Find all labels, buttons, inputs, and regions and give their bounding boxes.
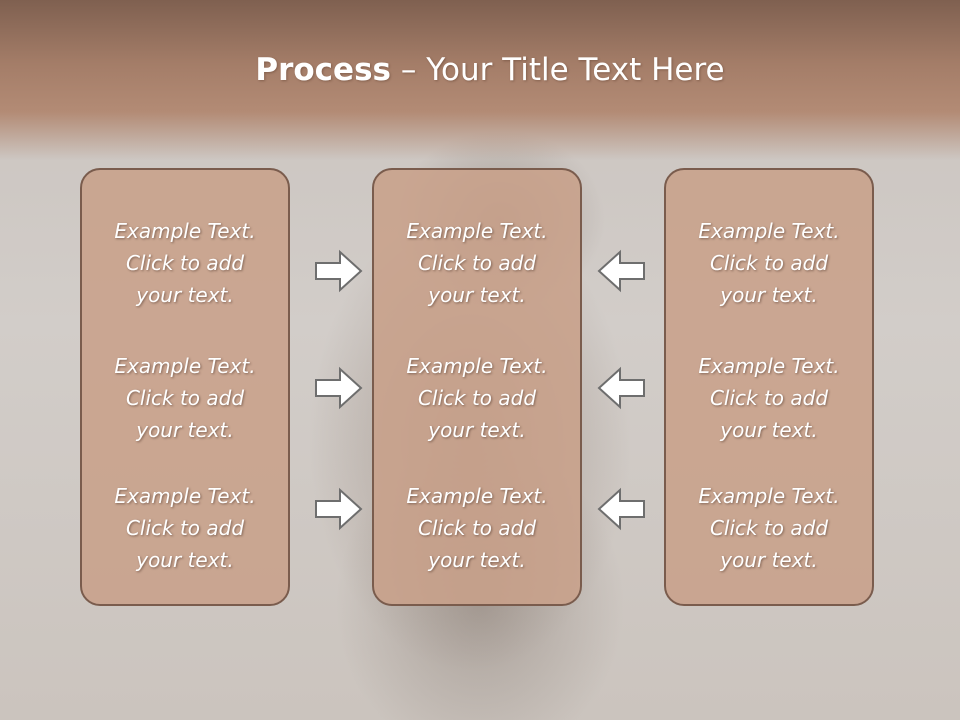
text-line: Example Text.: [698, 219, 840, 243]
right-arrow-icon: [315, 249, 363, 293]
box-1-text-2[interactable]: Example Text. Click to add your text.: [82, 350, 288, 446]
text-line: Click to add: [125, 516, 245, 540]
text-line: Click to add: [417, 516, 537, 540]
text-line: your text.: [428, 548, 526, 572]
text-line: Example Text.: [114, 484, 256, 508]
text-line: your text.: [720, 548, 818, 572]
process-box-3[interactable]: Example Text. Click to add your text. Ex…: [664, 168, 874, 606]
process-box-1[interactable]: Example Text. Click to add your text. Ex…: [80, 168, 290, 606]
text-line: Click to add: [125, 251, 245, 275]
text-line: Example Text.: [406, 219, 548, 243]
left-arrow-icon: [597, 249, 645, 293]
text-line: Example Text.: [698, 484, 840, 508]
text-line: Click to add: [417, 386, 537, 410]
title-rest: – Your Title Text Here: [391, 52, 725, 88]
text-line: Click to add: [125, 386, 245, 410]
text-line: Example Text.: [698, 354, 840, 378]
text-line: your text.: [136, 548, 234, 572]
text-line: your text.: [428, 418, 526, 442]
text-line: Example Text.: [406, 354, 548, 378]
box-3-text-3[interactable]: Example Text. Click to add your text.: [666, 480, 872, 576]
text-line: Example Text.: [114, 219, 256, 243]
box-2-text-1[interactable]: Example Text. Click to add your text.: [374, 215, 580, 311]
left-arrow-icon: [597, 487, 645, 531]
text-line: Click to add: [709, 251, 829, 275]
title-band: [0, 0, 960, 160]
text-line: Click to add: [417, 251, 537, 275]
text-line: your text.: [136, 283, 234, 307]
box-1-text-3[interactable]: Example Text. Click to add your text.: [82, 480, 288, 576]
left-arrow-icon: [597, 366, 645, 410]
text-line: Click to add: [709, 516, 829, 540]
box-2-text-2[interactable]: Example Text. Click to add your text.: [374, 350, 580, 446]
box-3-text-1[interactable]: Example Text. Click to add your text.: [666, 215, 872, 311]
box-1-text-1[interactable]: Example Text. Click to add your text.: [82, 215, 288, 311]
box-2-text-3[interactable]: Example Text. Click to add your text.: [374, 480, 580, 576]
title-bold: Process: [255, 52, 391, 88]
right-arrow-icon: [315, 487, 363, 531]
slide-title[interactable]: Process – Your Title Text Here: [0, 52, 960, 88]
text-line: your text.: [428, 283, 526, 307]
text-line: Example Text.: [114, 354, 256, 378]
text-line: your text.: [720, 418, 818, 442]
process-box-2[interactable]: Example Text. Click to add your text. Ex…: [372, 168, 582, 606]
text-line: Click to add: [709, 386, 829, 410]
right-arrow-icon: [315, 366, 363, 410]
text-line: your text.: [720, 283, 818, 307]
text-line: Example Text.: [406, 484, 548, 508]
text-line: your text.: [136, 418, 234, 442]
box-3-text-2[interactable]: Example Text. Click to add your text.: [666, 350, 872, 446]
